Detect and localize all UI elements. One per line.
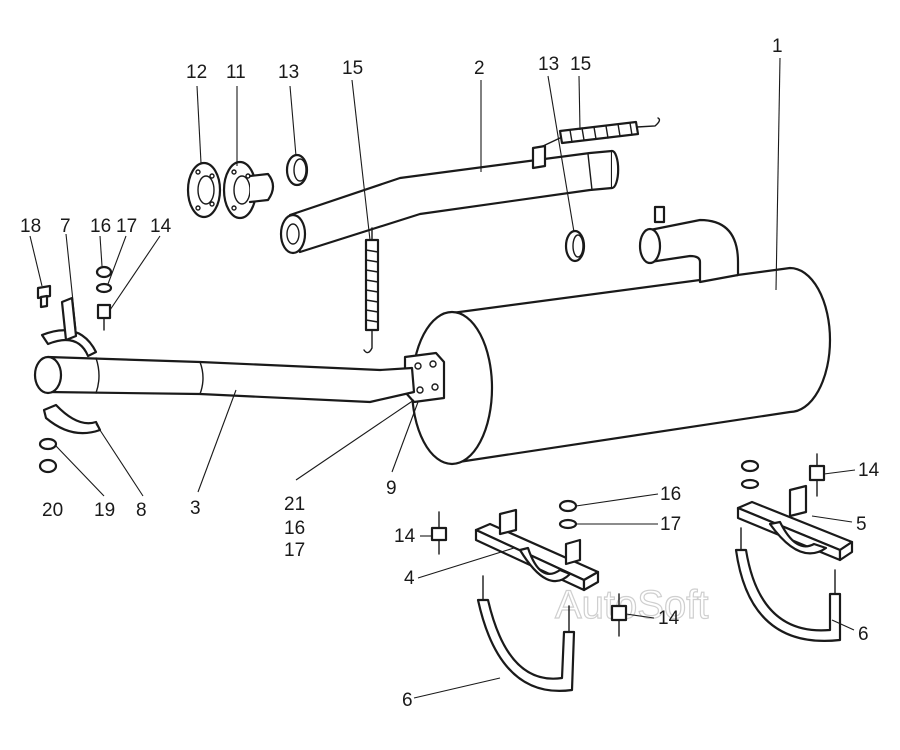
spring-15-horizontal: [542, 117, 661, 147]
callout-13-right: 13: [538, 54, 559, 75]
support-bracket-5: [736, 484, 854, 562]
rubber-mount-14-center: [430, 511, 448, 555]
callout-14-left: 14: [150, 216, 172, 237]
callout-14-lower: 14: [658, 608, 680, 629]
callout-16-left: 16: [90, 216, 111, 237]
nut-16-left: [95, 265, 113, 279]
callout-6-right: 6: [858, 624, 869, 645]
rubber-mount-14-right: [808, 453, 826, 497]
callout-17-bottom: 17: [284, 540, 305, 561]
clamp-ring-13b: [564, 229, 586, 263]
callout-21: 21: [284, 494, 305, 515]
rubber-mount-14-left: [96, 303, 112, 331]
callout-20: 20: [42, 500, 63, 521]
washer-19: [38, 437, 58, 451]
callout-15-right: 15: [570, 54, 591, 75]
callout-15-left: 15: [342, 58, 363, 79]
washer-17-center: [558, 518, 578, 530]
callout-19: 19: [94, 500, 115, 521]
nut-16-right: [740, 459, 760, 473]
callout-12: 12: [186, 62, 207, 83]
callout-16-bottom: 16: [284, 518, 305, 539]
callout-14-right: 14: [858, 460, 880, 481]
bolt-18: [36, 284, 52, 309]
rear-muffler: [410, 205, 832, 466]
clamp-half-7: [40, 296, 98, 358]
callout-2: 2: [474, 58, 485, 79]
callout-labels: 1 2 3 4 5 6 6 7 8 9 11 12 13 13 14 14 14…: [20, 36, 880, 711]
callout-16-center: 16: [660, 484, 681, 505]
callout-18: 18: [20, 216, 41, 237]
callout-5: 5: [856, 514, 867, 535]
gasket-11: [222, 160, 275, 220]
strap-6-left: [476, 575, 576, 692]
support-bracket-4: [474, 508, 600, 592]
callout-3: 3: [190, 498, 201, 519]
watermark: AutoSoft: [555, 583, 708, 627]
intermediate-pipe: [279, 144, 620, 255]
callout-17-center: 17: [660, 514, 681, 535]
washer-17-right: [740, 478, 760, 490]
nut-16-center: [558, 499, 578, 513]
leader-lines: [29, 57, 856, 699]
callout-1: 1: [772, 36, 783, 57]
spring-15-vertical: [363, 227, 380, 354]
callout-14-center: 14: [394, 526, 416, 547]
callout-4: 4: [404, 568, 415, 589]
callout-17-left: 17: [116, 216, 137, 237]
gasket-12: [186, 161, 222, 219]
strap-6-right: [734, 527, 842, 642]
clamp-ring-13a: [285, 153, 309, 187]
callout-8: 8: [136, 500, 147, 521]
washer-17-left: [95, 282, 113, 294]
callout-6-left: 6: [402, 690, 413, 711]
callout-7: 7: [60, 216, 71, 237]
callout-11: 11: [226, 62, 246, 83]
rubber-mount-14-lower: [610, 593, 628, 637]
callout-13-left: 13: [278, 62, 299, 83]
clamp-half-8: [42, 403, 102, 435]
nut-20: [38, 458, 58, 474]
callout-9: 9: [386, 478, 397, 499]
front-pipe: [33, 355, 416, 404]
